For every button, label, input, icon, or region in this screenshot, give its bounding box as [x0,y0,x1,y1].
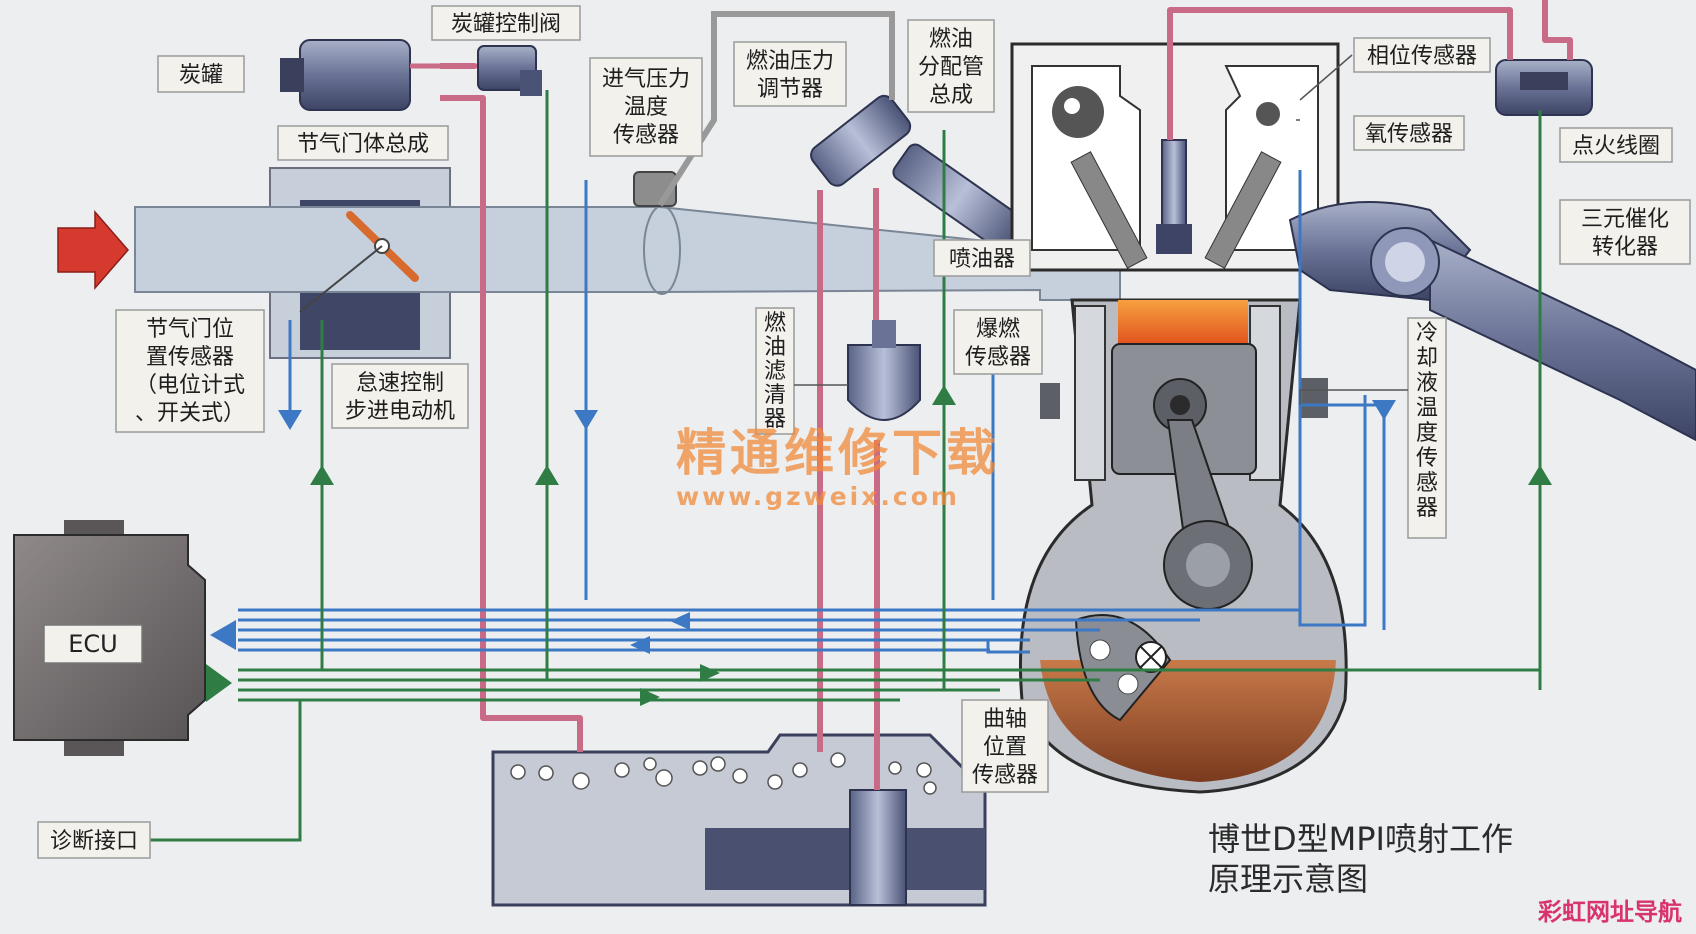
label-fuel-rail: 燃油 分配管 总成 [907,19,995,113]
svg-text:总成: 总成 [929,83,973,108]
canister-valve [477,45,542,96]
label-fuel-regulator: 燃油压力 调节器 [733,41,847,107]
svg-text:三元催化: 三元催化 [1581,207,1669,232]
label-idle-motor: 怠速控制 步进电动机 [331,363,469,429]
sensor-signal-lines [238,170,1386,654]
intake-arrow [57,209,129,291]
ignition-coil [1495,59,1593,116]
watermark: 精通维修下载 www.gzweix.com [676,424,1000,511]
svg-text:燃油压力: 燃油压力 [746,49,834,74]
svg-text:爆燃: 爆燃 [976,317,1020,342]
svg-text:感: 感 [1416,471,1438,496]
exhaust-catalytic [1288,201,1696,442]
svg-text:却: 却 [1416,346,1438,371]
svg-text:转化器: 转化器 [1592,235,1658,260]
svg-text:节气门体总成: 节气门体总成 [297,132,429,157]
label-throttle-sensor: 节气门位 置传感器 （电位计式 、开关式） [115,309,265,433]
actuator-control-arrows [206,385,1552,706]
svg-text:燃油: 燃油 [929,27,973,52]
svg-text:、开关式）: 、开关式） [135,401,245,426]
svg-text:www.gzweix.com: www.gzweix.com [676,482,960,511]
label-phase-sensor: 相位传感器 [1353,37,1491,73]
label-throttle-body: 节气门体总成 [277,125,449,161]
svg-text:怠速控制: 怠速控制 [356,371,444,396]
svg-text:冷: 冷 [1416,321,1438,346]
svg-text:分配管: 分配管 [918,55,984,80]
svg-text:（电位计式: （电位计式 [135,373,245,398]
label-catalytic-converter: 三元催化 转化器 [1559,199,1691,265]
cylinder-head [1010,42,1340,272]
label-canister-valve: 炭罐控制阀 [431,5,581,41]
fuel-filter [847,320,921,421]
ecu-unit[interactable]: ECU [13,520,206,756]
label-fuel-filter: 燃 油 滤 清 器 [755,307,795,435]
svg-text:液: 液 [1416,371,1438,396]
svg-text:度: 度 [1416,421,1438,446]
svg-text:器: 器 [764,407,786,432]
corner-mark: 彩虹网址导航 [1537,898,1682,926]
label-crank-sensor: 曲轴 位置 传感器 [961,699,1049,793]
svg-text:炭罐: 炭罐 [179,63,223,88]
diagram-caption: 博世D型MPI喷射工作 原理示意图 [1208,820,1513,898]
svg-text:传感器: 传感器 [965,345,1031,370]
label-coolant-sensor: 冷 却 液 温 度 传 感 器 [1407,317,1447,539]
label-injector: 喷油器 [933,239,1031,277]
svg-text:置传感器: 置传感器 [146,345,234,370]
svg-text:步进电动机: 步进电动机 [345,399,455,424]
svg-text:诊断接口: 诊断接口 [50,829,138,854]
svg-text:氧传感器: 氧传感器 [1365,122,1453,147]
svg-text:位置: 位置 [983,735,1027,760]
svg-text:燃: 燃 [764,311,786,336]
fuel-bubbles [510,752,937,795]
svg-text:相位传感器: 相位传感器 [1367,44,1477,69]
svg-text:器: 器 [1416,496,1438,521]
svg-text:博世D型MPI喷射工作: 博世D型MPI喷射工作 [1208,820,1513,858]
label-knock-sensor: 爆燃 传感器 [953,309,1043,375]
svg-text:喷油器: 喷油器 [949,247,1015,272]
throttle-plate [299,211,419,313]
svg-text:进气压力: 进气压力 [602,67,690,92]
sensor-signal-arrows [210,400,1396,654]
svg-text:传: 传 [1416,446,1438,471]
svg-text:清: 清 [764,383,786,408]
svg-text:原理示意图: 原理示意图 [1208,860,1368,898]
actuator-control-lines [150,90,1542,842]
leader-lines [794,54,1408,405]
svg-text:精通维修下载: 精通维修下载 [676,424,1000,482]
label-charcoal-canister: 炭罐 [157,55,245,93]
svg-text:炭罐控制阀: 炭罐控制阀 [451,12,561,37]
svg-text:调节器: 调节器 [757,77,823,102]
svg-text:点火线圈: 点火线圈 [1572,134,1660,159]
svg-text:油: 油 [764,335,786,360]
svg-text:传感器: 传感器 [613,123,679,148]
fuel-lines [440,0,1573,790]
label-oxygen-sensor: 氧传感器 [1353,115,1465,151]
ecu-label: ECU [68,630,118,658]
svg-text:传感器: 传感器 [972,763,1038,788]
svg-text:滤: 滤 [764,359,786,384]
svg-text:曲轴: 曲轴 [983,707,1027,732]
label-intake-sensor: 进气压力 温度 传感器 [589,57,703,157]
label-diagnostic-port: 诊断接口 [37,821,151,859]
svg-text:温度: 温度 [624,95,668,120]
svg-text:节气门位: 节气门位 [146,317,234,342]
engine-block [1018,298,1348,794]
label-ignition-coil: 点火线圈 [1559,127,1673,163]
svg-text:温: 温 [1416,396,1438,421]
fuel-tank [491,733,987,907]
